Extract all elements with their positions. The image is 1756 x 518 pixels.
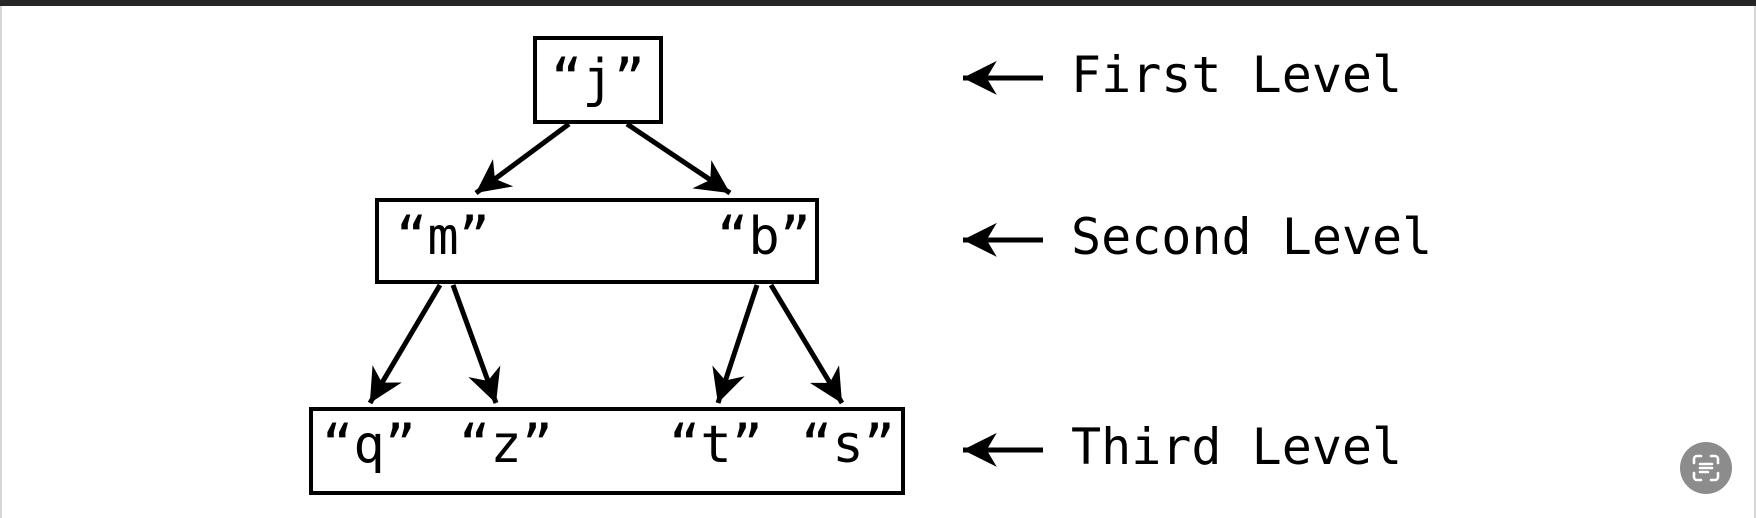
left-divider: [0, 6, 2, 518]
edge-b-t: [712, 284, 760, 404]
third-level-label: Third Level: [1071, 418, 1402, 476]
node-q: “q”: [322, 415, 416, 475]
edge-j-m: [474, 121, 571, 196]
floating-action-button[interactable]: [1680, 442, 1732, 494]
node-s: “s”: [801, 415, 895, 475]
edge-m-q: [367, 283, 443, 405]
second-level-label: Second Level: [1071, 208, 1432, 266]
right-divider: [1754, 6, 1756, 518]
edge-m-z: [450, 284, 501, 404]
first-level-label: First Level: [1071, 46, 1402, 104]
edge-j-b: [625, 121, 732, 196]
third-level-box: [309, 407, 905, 495]
node-z: “z”: [459, 415, 553, 475]
scan-text-icon: [1692, 454, 1720, 482]
top-bar: [0, 0, 1756, 6]
edge-b-s: [768, 283, 845, 405]
node-t: “t”: [669, 415, 763, 475]
second-level-box: [375, 198, 819, 284]
node-j: “j”: [551, 49, 645, 109]
node-m: “m”: [396, 207, 490, 267]
first-level-box: [533, 36, 663, 124]
node-b: “b”: [717, 207, 811, 267]
